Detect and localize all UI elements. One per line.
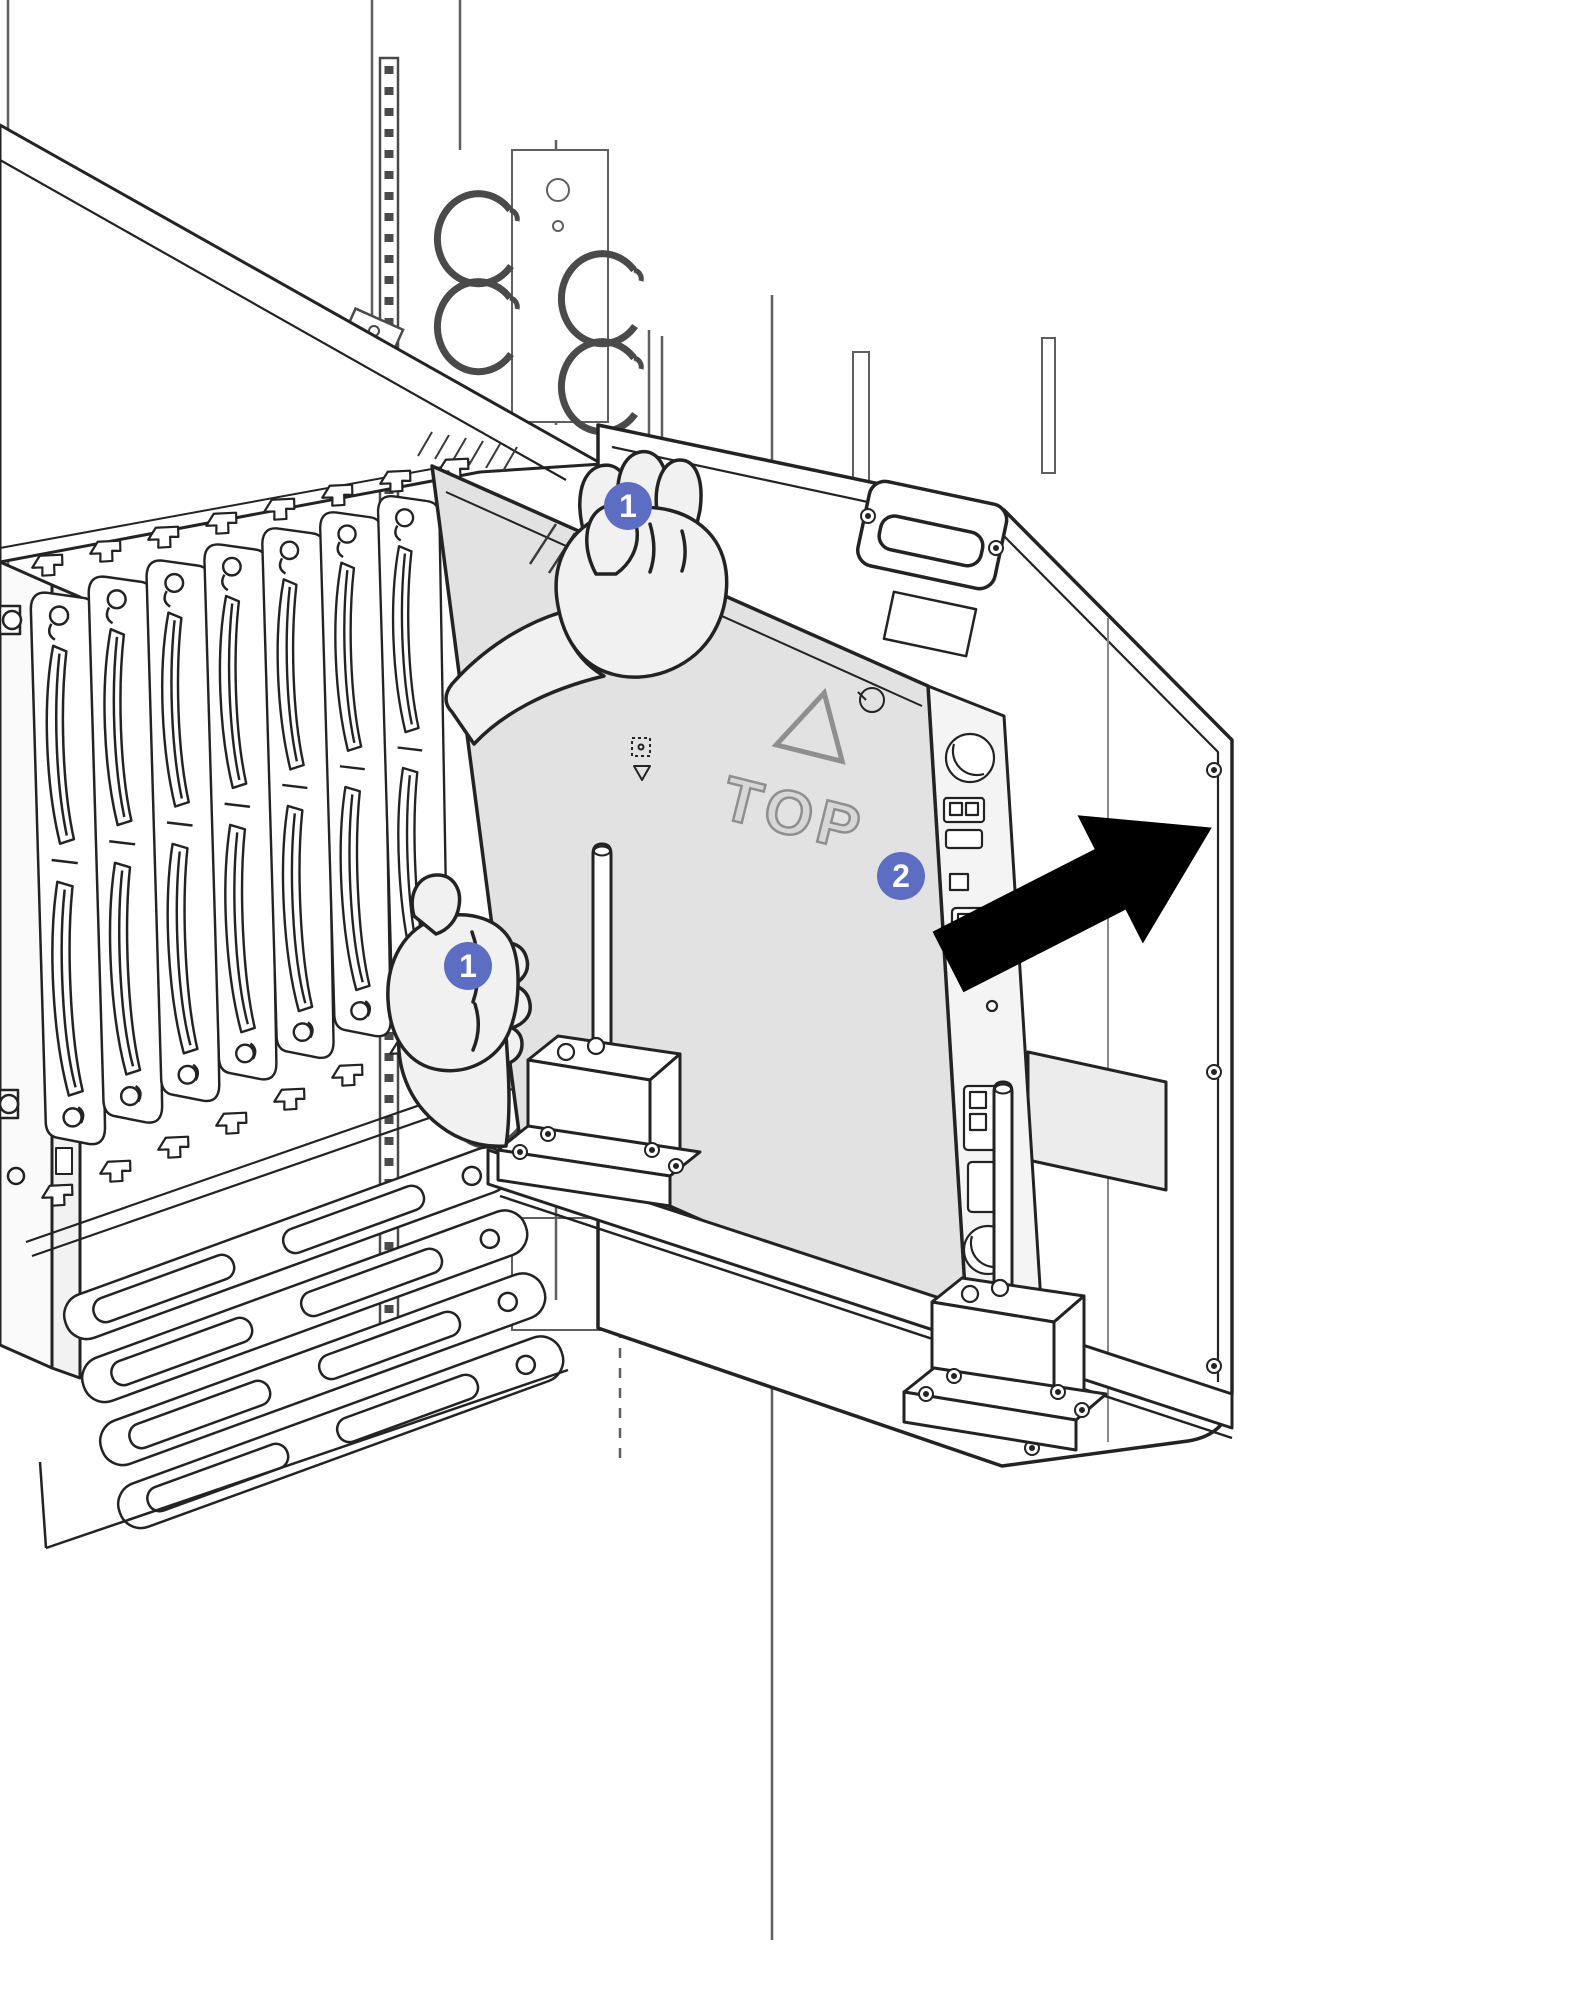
post-rod-cap	[994, 1083, 1012, 1095]
post-cube-hole	[990, 1278, 1010, 1298]
chassis-top-cover	[0, 123, 604, 564]
hand-bottom-knuckle	[471, 1002, 480, 1052]
screw-icon	[1073, 1401, 1091, 1419]
screw-icon	[511, 1143, 529, 1161]
cable-ring-icon	[437, 194, 517, 284]
screw-icon	[945, 1367, 963, 1385]
post-cube-hole	[960, 1284, 980, 1304]
rack-post-fragment	[1041, 337, 1056, 474]
post-base-front	[496, 1148, 672, 1208]
callout-number: 2	[892, 858, 910, 894]
rear-rack-panel-screw	[552, 220, 564, 232]
chassis-top-vents	[417, 431, 518, 472]
hand-top-knuckle	[680, 529, 687, 573]
hand-bottom-fist	[386, 913, 520, 1073]
tray-floor-lip	[499, 1194, 1233, 1440]
callout-step2: 2	[877, 852, 925, 900]
post-cube-hole	[586, 1036, 606, 1056]
chassis	[0, 123, 604, 1550]
screw-icon	[539, 1125, 557, 1143]
screw-icon	[1049, 1383, 1067, 1401]
post-rod	[992, 1080, 1014, 1302]
chassis-bottom-rim	[38, 1461, 48, 1549]
push-arrow-icon	[932, 815, 1212, 993]
callout-number: 1	[459, 948, 477, 984]
rear-rack-panel-hole	[546, 178, 570, 202]
hand-top	[444, 450, 729, 746]
callout-step1-bottom: 1	[444, 942, 492, 990]
chassis-hinge-lugs	[0, 604, 26, 1186]
callout-badge-icon	[877, 852, 925, 900]
screw-icon	[643, 1141, 661, 1159]
latch-knob	[944, 732, 996, 784]
callout-badge-icon	[604, 482, 652, 530]
chassis-top-rim	[0, 159, 567, 481]
tray-label-plate	[882, 590, 978, 658]
screw-icon	[1205, 761, 1223, 779]
hand-bottom-thumb	[410, 873, 462, 936]
screw-icon	[1205, 1357, 1223, 1375]
lower-sled-bays	[56, 1139, 571, 1536]
screw-icon	[917, 1385, 935, 1403]
screw-icon	[987, 539, 1005, 557]
callout-step1-top: 1	[604, 482, 652, 530]
post-cube-hole	[556, 1042, 576, 1062]
screw-icon	[667, 1157, 685, 1175]
top-triangle-icon	[771, 687, 846, 765]
post-rod-cap	[593, 845, 611, 857]
cable-ring-icon	[437, 282, 517, 372]
support-post-rear	[902, 1080, 1108, 1452]
post-base-front	[902, 1390, 1078, 1452]
post-rod	[591, 842, 613, 1060]
push-arrow	[932, 815, 1212, 993]
callout-badge-icon	[444, 942, 492, 990]
chassis-bottom-rim	[45, 1368, 569, 1550]
screw-icon	[1205, 1063, 1223, 1081]
screw-icon	[859, 507, 877, 525]
hand-top-knuckle	[648, 522, 656, 574]
support-post-front	[496, 842, 702, 1208]
callout-number: 1	[619, 488, 637, 524]
